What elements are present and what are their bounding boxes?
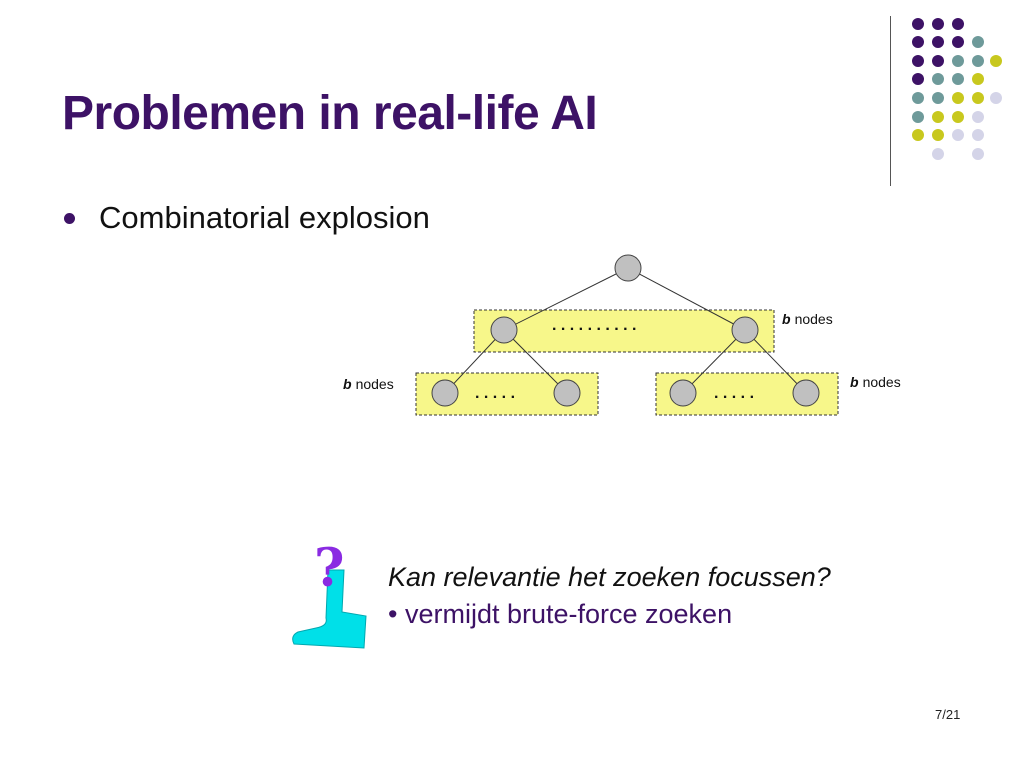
edge-root-right — [627, 267, 746, 331]
edge-root-left — [503, 267, 629, 331]
page-number: 7/21 — [935, 707, 961, 722]
question-mark-icon: ? — [292, 540, 367, 649]
qmark-glyph: ? — [314, 540, 344, 599]
bullet-text: Combinatorial explosion — [99, 200, 430, 235]
dot-row-6 — [912, 111, 984, 123]
level-2-node-rr — [792, 379, 820, 407]
label-right-b: b — [850, 374, 859, 390]
question-line: Kan relevantie het zoeken focussen? — [388, 562, 831, 592]
edge-left-lr — [503, 329, 568, 394]
dot-row-1 — [912, 18, 964, 30]
label-left-b: b — [343, 376, 352, 392]
level-2-node-rl — [669, 379, 697, 407]
level-2-node-ll — [431, 379, 459, 407]
ellipsis-right: . . . . . — [714, 385, 754, 402]
ellipsis-left: . . . . . — [475, 385, 515, 402]
answer-bullet: • vermijdt brute-force zoeken — [388, 599, 733, 629]
label-left-text: nodes — [356, 376, 394, 392]
label-right-text: nodes — [863, 374, 901, 390]
level-1-node-left — [490, 316, 518, 344]
label-top-text: nodes — [795, 311, 833, 327]
question-block: Kan relevantie het zoeken focussen? • ve… — [388, 562, 831, 630]
bullet-dot-icon — [64, 212, 75, 224]
dot-row-3 — [912, 55, 1002, 67]
qmark-cyan-shape — [292, 569, 367, 649]
dot-row-7 — [912, 129, 984, 141]
level-1-box — [473, 309, 775, 353]
level-2-node-lr — [553, 379, 581, 407]
dot-row-2 — [912, 36, 984, 48]
dot-row-5 — [912, 92, 1002, 104]
dot-row-4 — [912, 73, 984, 85]
label-top-b: b — [782, 311, 791, 327]
ellipsis-wide: . . . . . . . . . . — [552, 317, 636, 334]
edge-right-rl — [682, 329, 746, 394]
edge-right-rr — [744, 329, 807, 394]
root-node — [614, 254, 642, 282]
vertical-divider-line — [890, 16, 891, 186]
decorative-dot-grid — [912, 18, 1002, 160]
bullet-item: Combinatorial explosion — [64, 200, 430, 236]
dot-row-8 — [932, 148, 984, 160]
search-tree-diagram: . . . . . . . . . . . . . . . . . . . . … — [343, 254, 901, 416]
edge-left-ll — [444, 329, 505, 394]
slide-title: Problemen in real-life AI — [62, 87, 598, 140]
level-1-node-right — [731, 316, 759, 344]
